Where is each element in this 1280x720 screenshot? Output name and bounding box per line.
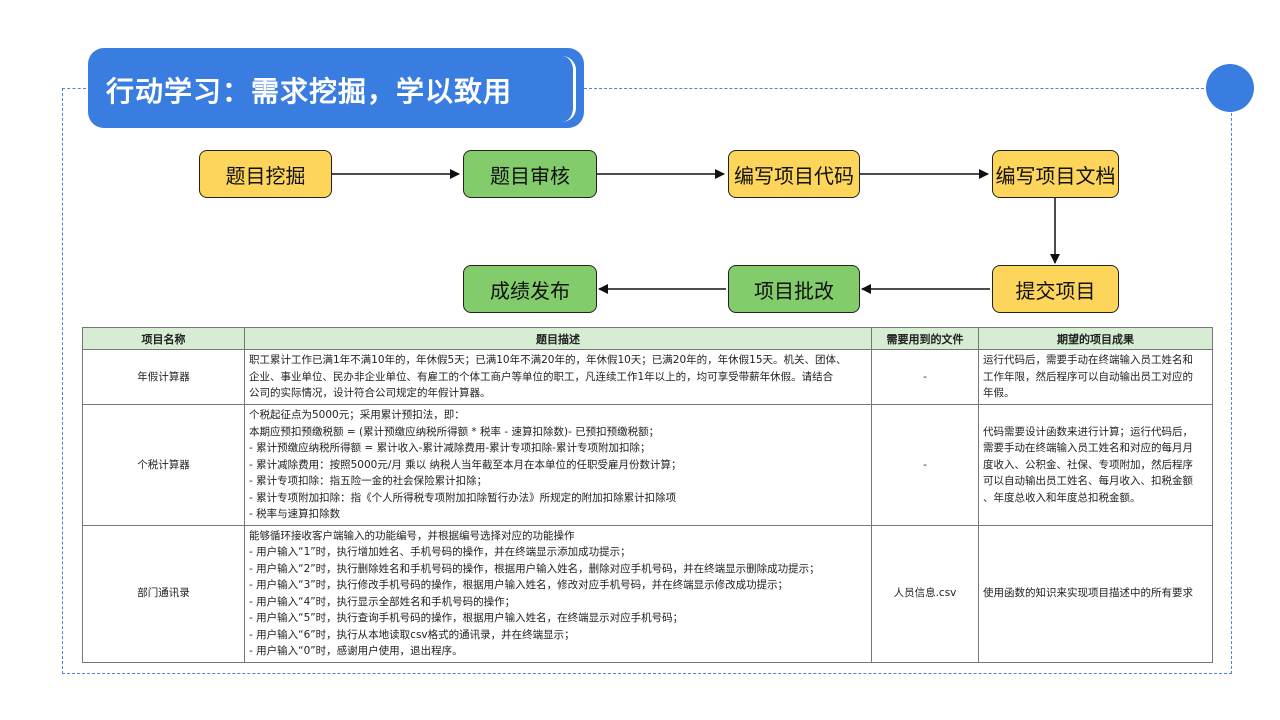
title-banner — [88, 48, 584, 128]
result-line: 可以自动输出员工姓名、每月收入、扣税金额 — [983, 475, 1193, 487]
flow-step-6: 项目批改 — [728, 265, 860, 313]
desc-line: - 用户输入“2”时，执行删除姓名和手机号码的操作，根据用户输入姓名，删除对应手… — [249, 562, 820, 575]
desc-line: 本期应预扣预缴税额 = (累计预缴应纳税所得额 * 税率 - 速算扣除数)- 已… — [249, 425, 660, 438]
row-description: 能够循环接收客户端输入的功能编号，并根据编号选择对应的功能操作 - 用户输入“1… — [244, 524, 872, 663]
row-description: 个税起征点为5000元；采用累计预扣法，即： 本期应预扣预缴税额 = (累计预缴… — [244, 404, 872, 526]
desc-line: 个税起征点为5000元；采用累计预扣法，即： — [249, 409, 465, 421]
header-files: 需要用到的文件 — [871, 327, 979, 350]
header-project-name: 项目名称 — [82, 327, 245, 350]
desc-line: - 用户输入“4”时，执行显示全部姓名和手机号码的操作； — [249, 595, 516, 608]
row-file: - — [871, 404, 979, 526]
flow-step-7: 成绩发布 — [463, 265, 597, 313]
dashed-frame-top-left — [62, 88, 86, 89]
decorative-dot — [1206, 64, 1254, 112]
result-line: 使用函数的知识来实现项目描述中的所有要求 — [983, 587, 1193, 600]
desc-line: - 累计专项附加扣除：指《个人所得税专项附加扣除暂行办法》所规定的附加扣除累计扣… — [249, 491, 677, 504]
row-name: 个税计算器 — [82, 404, 245, 526]
result-line: 度收入、公积金、社保、专项附加，然后程序 — [983, 458, 1193, 471]
desc-line: - 用户输入“0”时，感谢用户使用，退出程序。 — [249, 645, 463, 657]
desc-line: - 累计减除费用：按照5000元/月 乘以 纳税人当年截至本月在本单位的任职受雇… — [249, 458, 682, 471]
result-line: 运行代码后，需要手动在终端输入员工姓名和 — [983, 354, 1193, 367]
flow-step-2: 题目审核 — [463, 150, 597, 198]
desc-line: - 用户输入“1”时，执行增加姓名、手机号码的操作，并在终端显示添加成功提示； — [249, 546, 631, 558]
header-expected-result: 期望的项目成果 — [978, 327, 1213, 350]
row-file: 人员信息.csv — [871, 524, 979, 663]
flow-step-5: 提交项目 — [992, 265, 1119, 313]
table-header-row: 项目名称 题目描述 需要用到的文件 期望的项目成果 — [82, 327, 1213, 350]
desc-line: - 累计专项扣除：指五险一金的社会保险累计扣除； — [249, 475, 488, 487]
header-description: 题目描述 — [244, 327, 872, 350]
row-result: 运行代码后，需要手动在终端输入员工姓名和 工作年限，然后程序可以自动输出员工对应… — [978, 349, 1213, 405]
table-row: 个税计算器 个税起征点为5000元；采用累计预扣法，即： 本期应预扣预缴税额 =… — [82, 404, 1213, 526]
desc-line: - 累计预缴应纳税所得额 = 累计收入-累计减除费用-累计专项扣除-累计专项附加… — [249, 442, 651, 454]
row-name: 部门通讯录 — [82, 524, 245, 663]
flow-step-3: 编写项目代码 — [728, 150, 860, 198]
desc-line: - 用户输入“5”时，执行查询手机号码的操作，根据用户输入姓名，在终端显示对应手… — [249, 612, 684, 624]
page-title: 行动学习：需求挖掘，学以致用 — [106, 75, 513, 108]
desc-line: 企业、事业单位、民办非企业单位、有雇工的个体工商户等单位的职工，凡连续工作1年以… — [249, 370, 834, 383]
result-line: 需要手动在终端输入员工姓名和对应的每月月 — [983, 442, 1193, 454]
desc-line: - 用户输入“3”时，执行修改手机号码的操作，根据用户输入姓名，修改对应手机号码… — [249, 579, 789, 591]
result-line: 工作年限，然后程序可以自动输出员工对应的 — [983, 370, 1193, 383]
result-line: 、年度总收入和年度总扣税金额。 — [983, 491, 1141, 504]
desc-line: 公司的实际情况，设计符合公司规定的年假计算器。 — [249, 387, 491, 400]
desc-line: 能够循环接收客户端输入的功能编号，并根据编号选择对应的功能操作 — [249, 529, 575, 542]
desc-line: 职工累计工作已满1年不满10年的，年休假5天；已满10年不满20年的，年休假10… — [249, 354, 847, 367]
title-banner-highlight — [88, 56, 576, 122]
row-file: - — [871, 349, 979, 405]
flow-step-4: 编写项目文档 — [992, 150, 1119, 198]
row-description: 职工累计工作已满1年不满10年的，年休假5天；已满10年不满20年的，年休假10… — [244, 349, 872, 405]
row-name: 年假计算器 — [82, 349, 245, 405]
dashed-frame-top-right — [584, 88, 1214, 89]
table-row: 年假计算器 职工累计工作已满1年不满10年的，年休假5天；已满10年不满20年的… — [82, 349, 1213, 405]
desc-line: - 税率与速算扣除数 — [249, 508, 341, 520]
desc-line: - 用户输入“6”时，执行从本地读取csv格式的通讯录，并在终端显示； — [249, 628, 575, 641]
dashed-frame — [62, 88, 1232, 674]
project-table: 项目名称 题目描述 需要用到的文件 期望的项目成果 年假计算器 职工累计工作已满… — [82, 327, 1213, 663]
result-line: 年假。 — [983, 387, 1015, 400]
result-line: 代码需要设计函数来进行计算；运行代码后， — [983, 425, 1193, 438]
row-result: 使用函数的知识来实现项目描述中的所有要求 — [978, 524, 1213, 663]
table-row: 部门通讯录 能够循环接收客户端输入的功能编号，并根据编号选择对应的功能操作 - … — [82, 524, 1213, 663]
row-result: 代码需要设计函数来进行计算；运行代码后， 需要手动在终端输入员工姓名和对应的每月… — [978, 404, 1213, 526]
flow-step-1: 题目挖掘 — [199, 150, 332, 198]
